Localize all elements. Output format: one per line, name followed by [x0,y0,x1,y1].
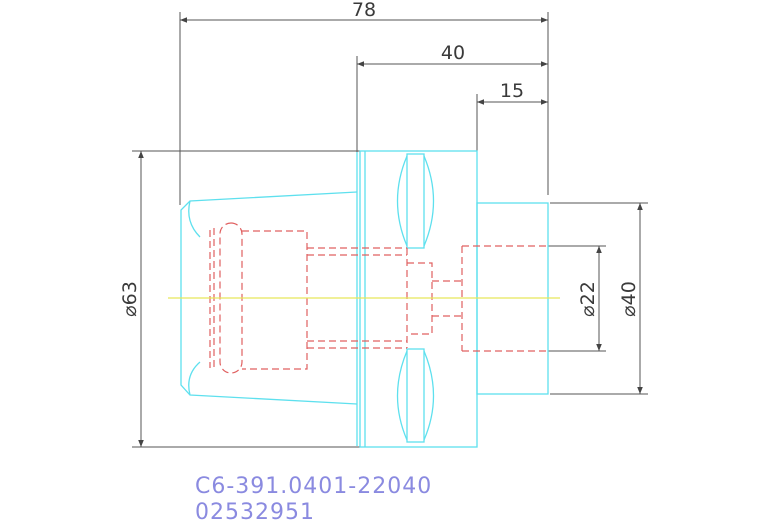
dimension-40 [356,56,548,152]
dimension-d22 [548,245,606,352]
dimension-d40 [550,202,648,395]
dimension-15 [476,94,548,152]
dimension-d63 [132,150,360,448]
part-designation: C6-391.0401-22040 [195,474,433,499]
dimension-78 [179,12,549,205]
dimension-15-label: 15 [500,80,524,102]
dimension-d63-label: ⌀63 [119,281,141,317]
part-number: 02532951 [195,500,315,525]
dimension-d22-label: ⌀22 [577,281,599,317]
part-outline [180,150,549,448]
dimension-78-label: 78 [352,0,376,21]
hidden-lines [209,222,548,374]
dimension-d40-label: ⌀40 [618,281,640,317]
dimension-40-label: 40 [441,42,465,64]
